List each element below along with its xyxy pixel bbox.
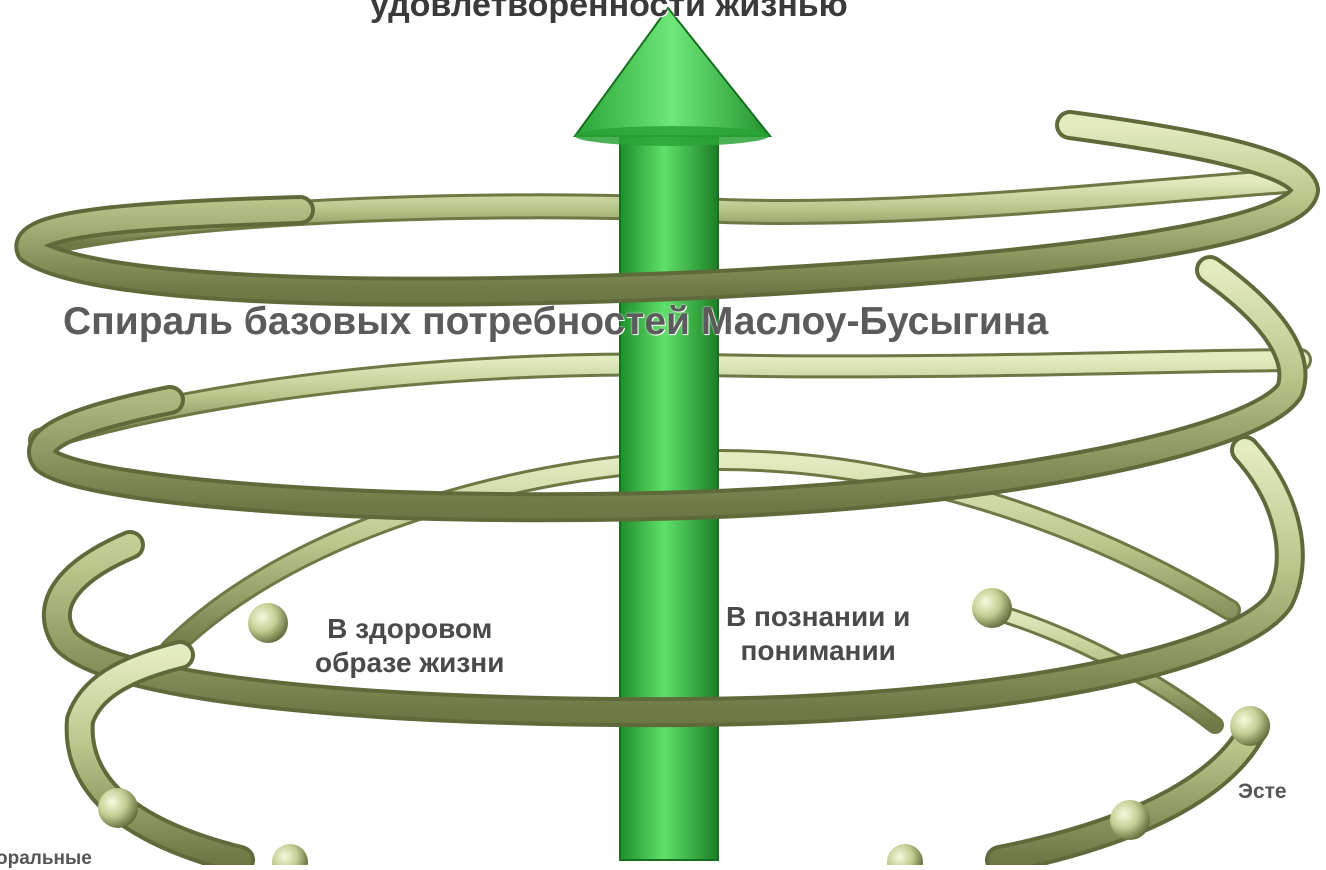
label-bottom-left-cut: оральные	[0, 848, 92, 870]
label-cognition: В познании и понимании	[726, 600, 910, 668]
bead	[1230, 706, 1270, 746]
label-healthy-lifestyle: В здоровом образе жизни	[315, 612, 504, 680]
label-cognition-line1: В познании и	[726, 600, 910, 634]
bead	[972, 588, 1012, 628]
bead	[1110, 800, 1150, 840]
label-healthy-lifestyle-line2: образе жизни	[315, 646, 504, 680]
bead	[887, 844, 923, 865]
arrow-head	[575, 8, 770, 136]
label-aesthetic-cut: Эсте	[1238, 780, 1287, 804]
growth-arrow	[575, 8, 770, 860]
top-label-cut: удовлетворённости жизнью	[370, 0, 848, 25]
label-cognition-line2: понимании	[726, 634, 910, 668]
bead	[248, 603, 288, 643]
diagram-title: Спираль базовых потребностей Маслоу-Бусы…	[63, 300, 1048, 344]
bead	[98, 788, 138, 828]
label-healthy-lifestyle-line1: В здоровом	[315, 612, 504, 646]
bead	[272, 844, 308, 865]
